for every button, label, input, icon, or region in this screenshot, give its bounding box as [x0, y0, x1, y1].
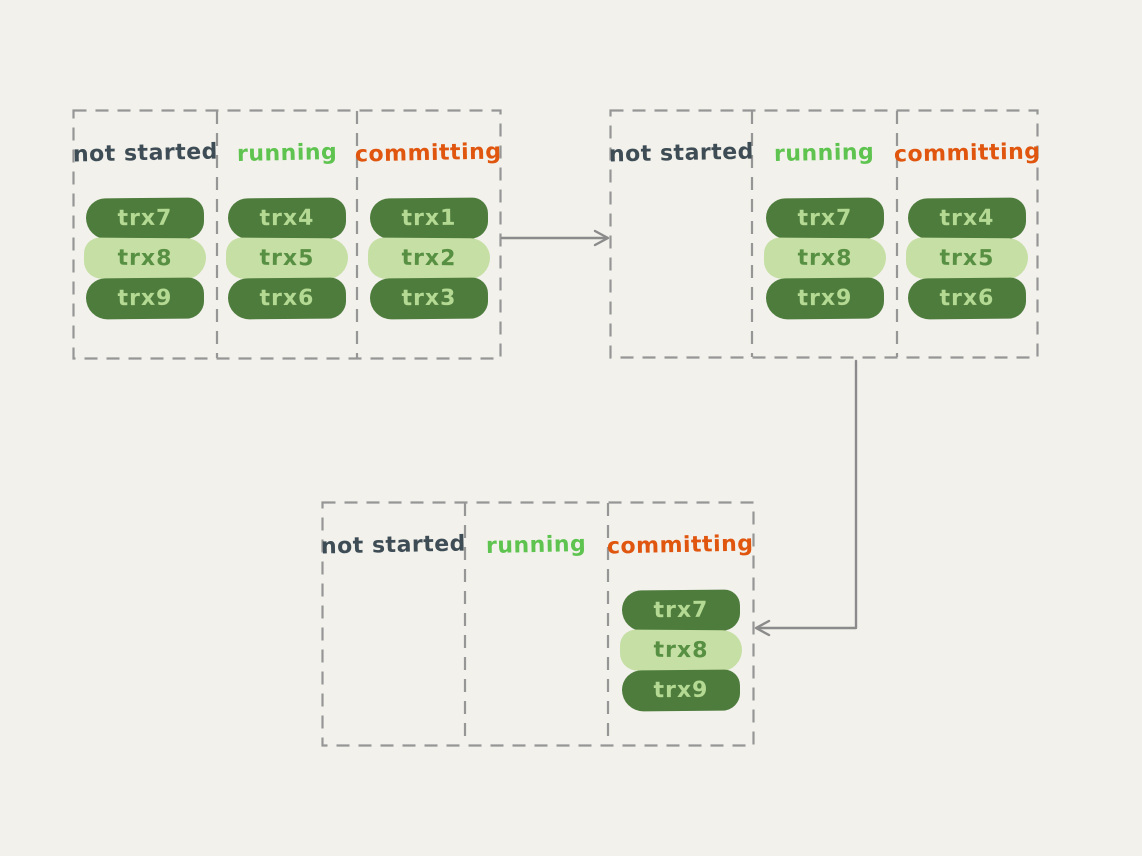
column-header-running: running — [486, 531, 587, 560]
pill-stack: trx1 trx2 trx3 — [367, 197, 490, 320]
transaction-pill: trx8 — [619, 629, 742, 672]
pill-stack: trx7 trx8 trx9 — [763, 197, 886, 320]
column-header-not-started: not started — [72, 139, 218, 168]
column-running: running trx4 trx5 trx6 — [217, 110, 357, 358]
transaction-pill: trx2 — [367, 237, 490, 280]
pill-stack: trx7 trx8 trx9 — [619, 589, 742, 712]
pill-stack: trx7 trx8 trx9 — [83, 197, 207, 320]
panel-outline — [609, 109, 1039, 359]
transaction-pill: trx7 — [765, 197, 884, 240]
column-committing: committing trx1 trx2 trx3 — [354, 110, 503, 358]
column-committing: committing trx4 trx5 trx6 — [893, 110, 1041, 357]
transaction-pill: trx5 — [225, 237, 349, 280]
transaction-pill: trx8 — [83, 237, 207, 280]
column-not-started: not started — [608, 110, 754, 357]
transaction-pill: trx7 — [621, 589, 740, 632]
state-panel-3: not started running committing trx7 trx8… — [320, 502, 755, 745]
column-running: running trx7 trx8 trx9 — [752, 110, 897, 357]
column-header-committing: committing — [893, 139, 1041, 168]
column-header-running: running — [774, 139, 875, 168]
pill-stack: trx4 trx5 trx6 — [225, 197, 349, 320]
state-panel-1: not started trx7 trx8 trx9 running trx4 … — [72, 110, 503, 358]
pill-stack: trx4 trx5 trx6 — [905, 197, 1029, 320]
column-header-not-started: not started — [608, 139, 754, 168]
transaction-pill: trx9 — [621, 669, 740, 712]
panel-outline — [72, 109, 502, 360]
transaction-pill: trx4 — [907, 197, 1027, 240]
column-header-committing: committing — [354, 139, 503, 168]
column-committing: committing trx7 trx8 trx9 — [606, 502, 755, 745]
arrowhead-left-icon — [754, 619, 771, 637]
column-running: running — [465, 502, 608, 745]
column-header-running: running — [236, 139, 338, 168]
state-panel-2: not started running trx7 trx8 trx9 commi… — [608, 110, 1041, 357]
transaction-pill: trx4 — [227, 197, 347, 240]
panel-outline — [321, 501, 755, 747]
arrow-line — [756, 359, 858, 630]
column-not-started: not started trx7 trx8 trx9 — [72, 110, 218, 358]
transaction-pill: trx6 — [227, 277, 347, 320]
column-header-committing: committing — [606, 531, 755, 560]
column-header-not-started: not started — [320, 531, 467, 560]
transaction-pill: trx8 — [763, 237, 886, 280]
column-not-started: not started — [320, 502, 467, 745]
transaction-pill: trx3 — [369, 277, 488, 320]
transaction-pill: trx9 — [85, 277, 205, 320]
arrowhead-right-icon — [593, 229, 610, 247]
transaction-pill: trx5 — [905, 237, 1029, 280]
transaction-pill: trx1 — [369, 197, 488, 240]
transaction-pill: trx9 — [765, 277, 884, 320]
transaction-pill: trx7 — [85, 197, 205, 240]
transaction-pill: trx6 — [907, 277, 1027, 320]
